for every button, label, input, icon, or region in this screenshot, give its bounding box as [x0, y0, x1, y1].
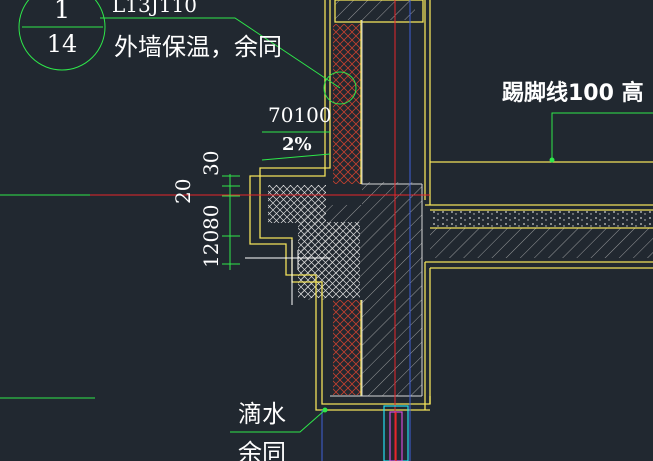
yellow-outlines [249, 0, 653, 411]
dim-30: 30 [199, 151, 223, 176]
rest-same-note: 余同 [238, 439, 286, 461]
ledge-infill [268, 185, 360, 298]
detail-number-bottom: 14 [47, 30, 78, 58]
annotation-lines [245, 240, 330, 305]
detail-reference: L13J110 [112, 0, 197, 17]
detail-number-top: 1 [54, 0, 71, 25]
dim-80: 80 [199, 205, 223, 230]
drip-note: 滴水 [238, 400, 286, 428]
baseboard-note: 踢脚线100 高 [502, 80, 644, 106]
axis-lines [90, 0, 430, 461]
slope-percent: 2% [282, 134, 312, 155]
insulation-note: 外墙保温，余同 [114, 33, 282, 61]
window-frame [383, 405, 409, 461]
floor-finish-layer [430, 210, 653, 228]
dim-120: 120 [199, 230, 223, 268]
slope-dimension: 70100 [268, 103, 332, 127]
leader-dot [549, 157, 555, 163]
concrete-border [330, 20, 423, 397]
dim-20: 20 [171, 179, 195, 204]
leader-lines [0, 0, 653, 433]
leader-dot-drip [322, 407, 328, 413]
